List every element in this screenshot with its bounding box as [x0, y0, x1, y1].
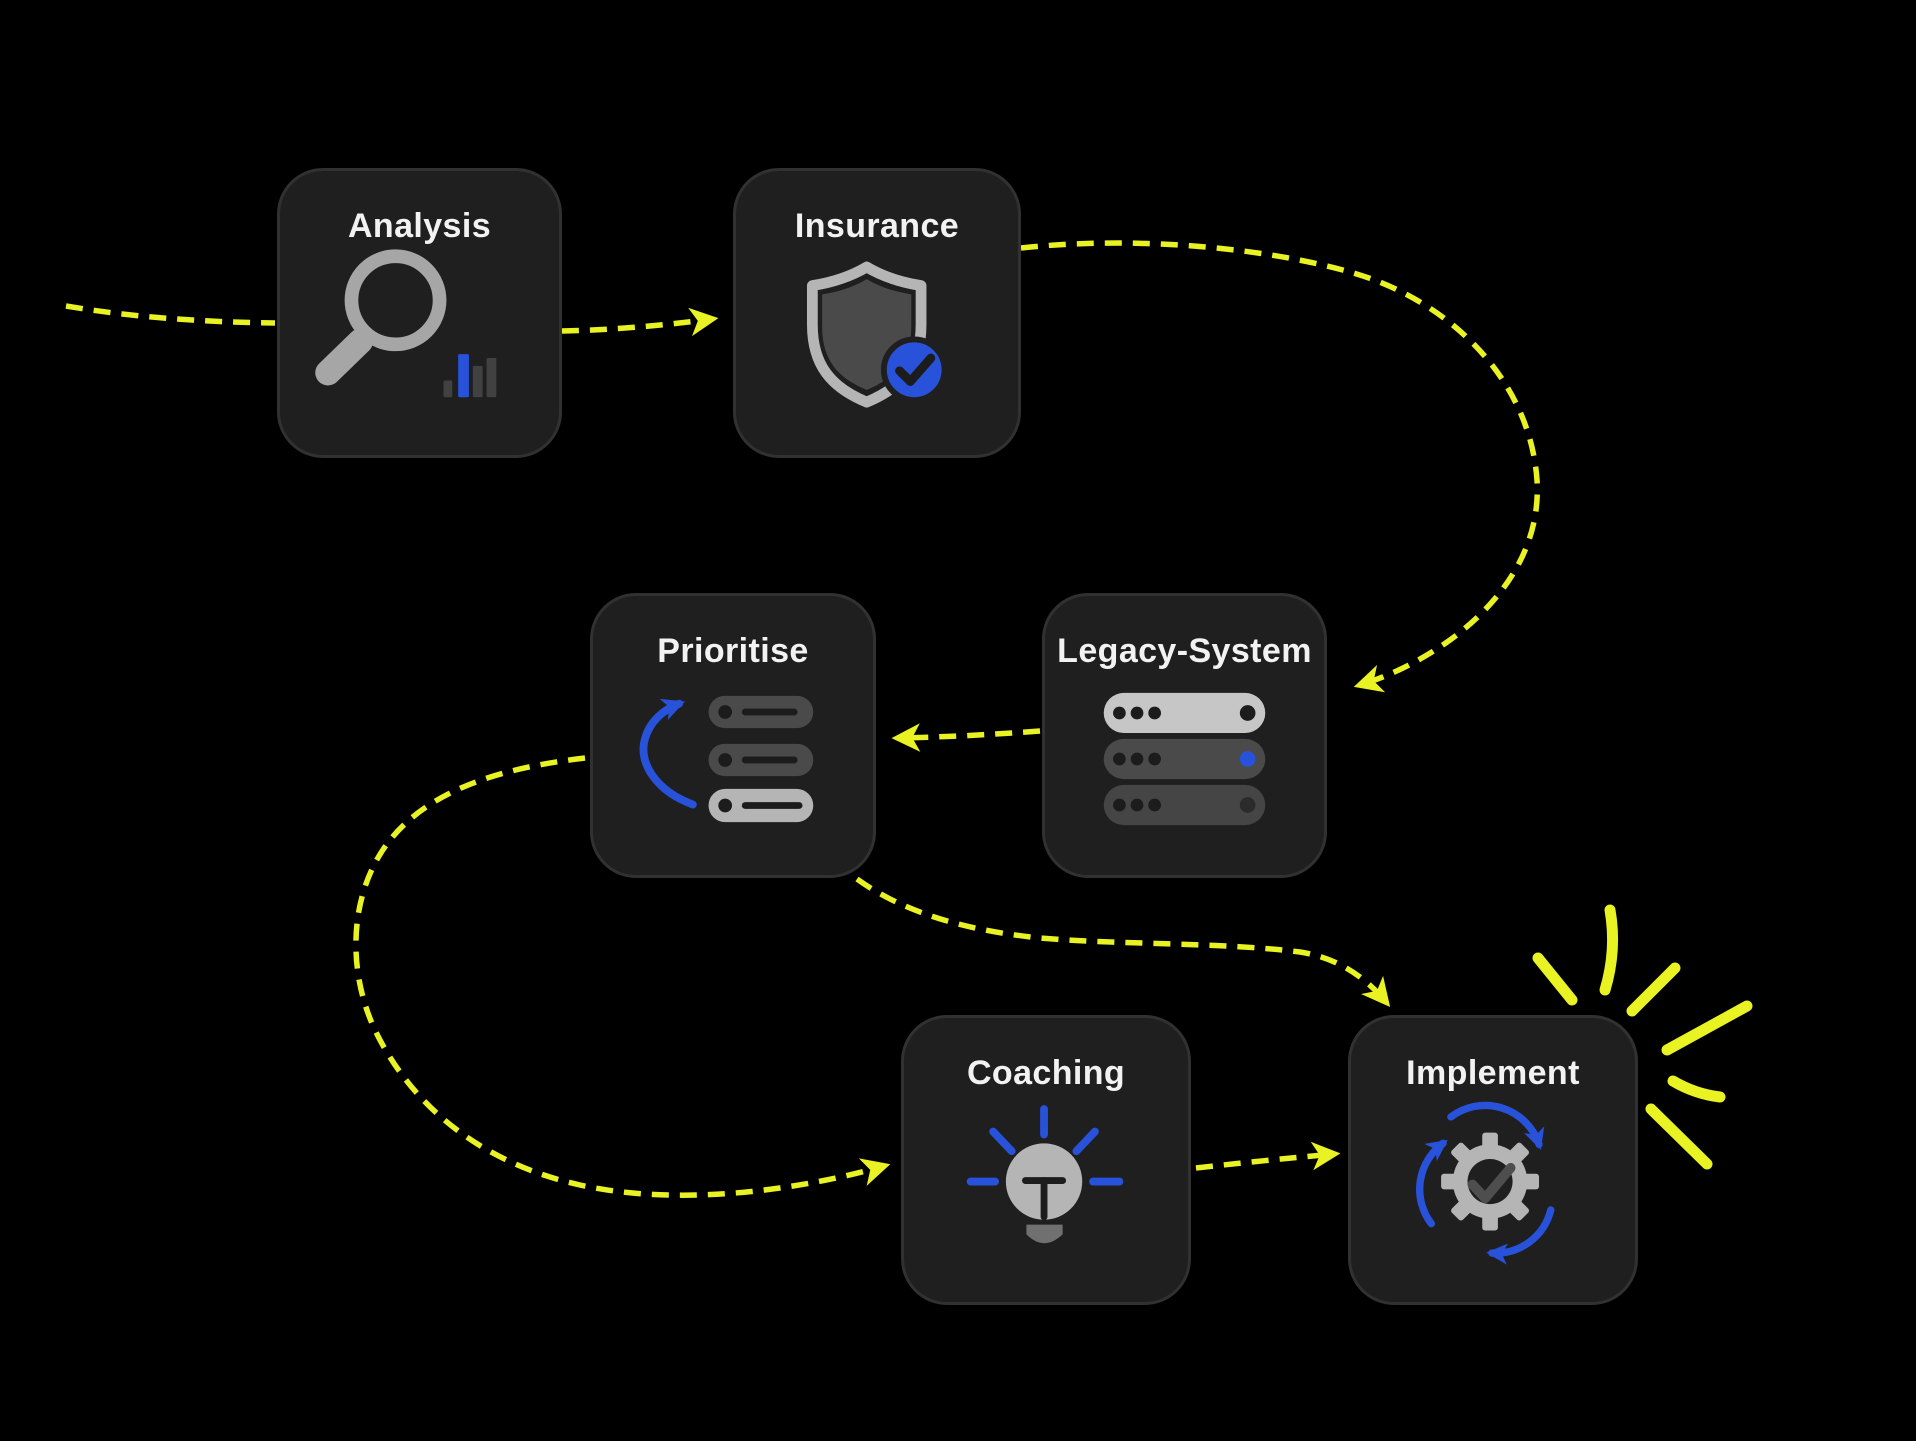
- connector-prioritise-to-implement: [855, 876, 1391, 1008]
- lightbulb-icon: [966, 1105, 1124, 1244]
- gear-sync-icon: [1416, 1101, 1555, 1265]
- card-title: Insurance: [794, 207, 960, 245]
- burst-ray: [1661, 1000, 1753, 1056]
- card-legacy-system: Legacy-System: [1042, 593, 1327, 878]
- burst-ray: [1626, 962, 1681, 1017]
- card-title: Coaching: [966, 1054, 1126, 1092]
- card-insurance: Insurance: [733, 168, 1021, 458]
- card-title: Implement: [1406, 1054, 1580, 1092]
- card-analysis: Analysis: [277, 168, 562, 458]
- burst-ray: [1667, 1075, 1726, 1103]
- card-coaching: Coaching: [901, 1015, 1191, 1305]
- magnifier-chart-icon: [315, 249, 497, 398]
- card-title: Prioritise: [657, 632, 809, 670]
- burst-ray: [1599, 904, 1619, 996]
- list-reorder-icon: [639, 695, 814, 823]
- burst-ray: [1532, 952, 1578, 1006]
- card-title: Legacy-System: [1057, 632, 1312, 670]
- burst-rays: [1532, 904, 1753, 1170]
- connector-prioritise-to-coaching: [353, 755, 891, 1198]
- connector-legacy-system-to-prioritise: [891, 723, 1041, 752]
- server-stack-icon: [1103, 692, 1266, 826]
- card-title: Analysis: [347, 207, 492, 245]
- burst-ray: [1645, 1103, 1713, 1170]
- connector-coaching-to-implement: [1195, 1141, 1341, 1171]
- shield-check-icon: [806, 261, 948, 408]
- card-implement: Implement: [1348, 1015, 1638, 1305]
- connector-intro-to-analysis: [65, 303, 276, 326]
- connector-analysis-to-insurance: [561, 307, 719, 337]
- card-prioritise: Prioritise: [590, 593, 876, 878]
- connector-insurance-to-legacy-system: [1020, 240, 1541, 693]
